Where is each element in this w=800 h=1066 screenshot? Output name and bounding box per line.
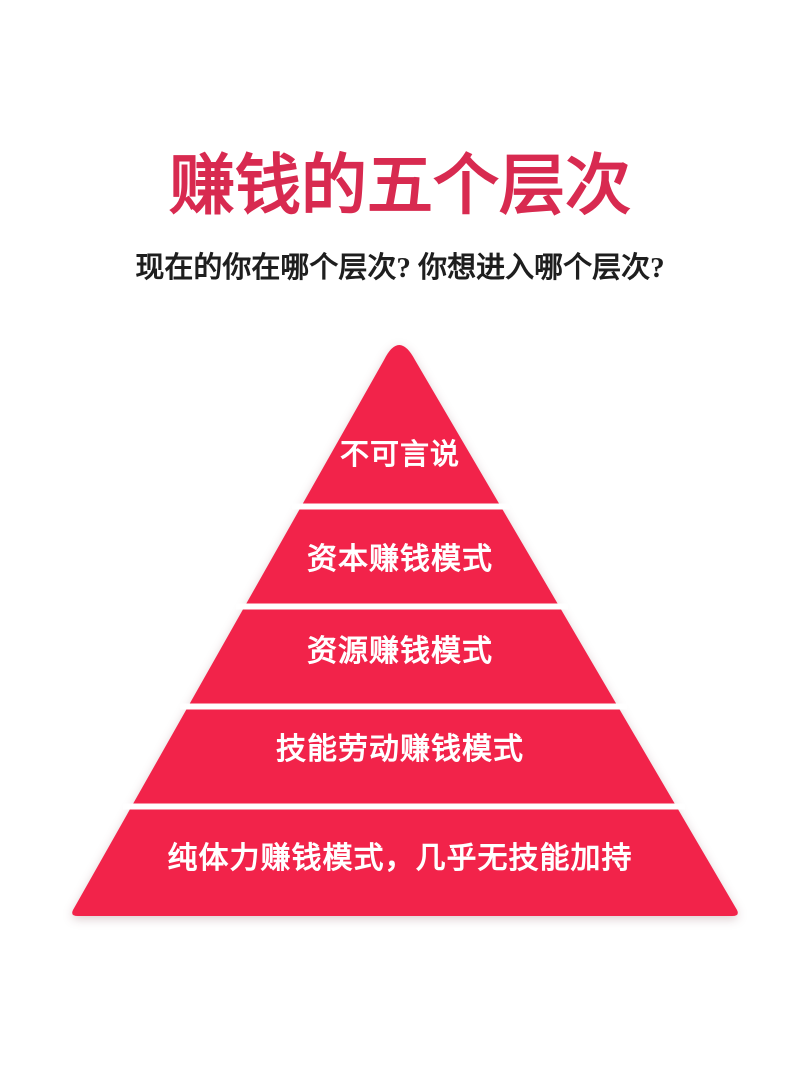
level-divider (180, 703, 627, 710)
level-dividers (123, 503, 685, 810)
pyramid-level-1-label: 不可言说 (339, 439, 460, 471)
level-divider (292, 503, 510, 510)
page-subtitle: 现在的你在哪个层次? 你想进入哪个层次? (135, 252, 665, 284)
level-divider (236, 603, 568, 610)
pyramid-level-5-label: 纯体力赚钱模式，几乎无技能加持 (167, 842, 633, 875)
pyramid-level-3-label: 资源赚钱模式 (307, 635, 493, 668)
pyramid-shape (72, 345, 738, 916)
level-divider (123, 803, 685, 810)
page-title: 赚钱的五个层次 (169, 150, 631, 223)
pyramid-level-2-label: 资本赚钱模式 (307, 543, 493, 576)
pyramid-level-4-label: 技能劳动赚钱模式 (276, 733, 524, 766)
